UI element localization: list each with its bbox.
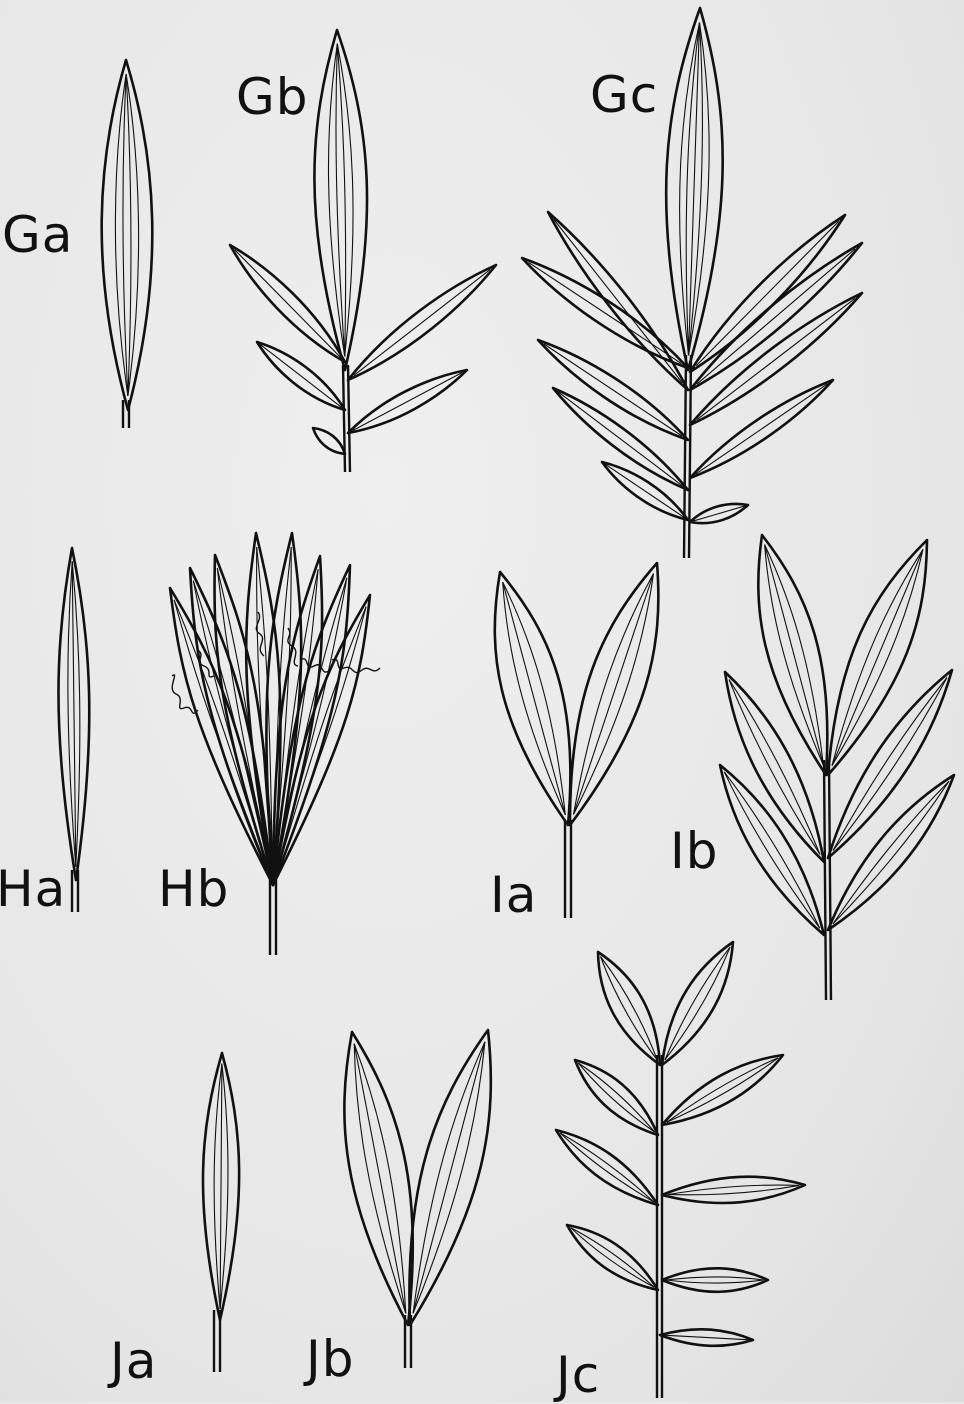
label-Jb: Jb — [306, 1334, 354, 1384]
leaf-Ga — [102, 60, 153, 428]
leaf-Jb — [344, 1030, 490, 1368]
label-Jc: Jc — [556, 1350, 600, 1400]
leaf-Ja — [203, 1053, 239, 1372]
label-Ja: Ja — [110, 1336, 157, 1386]
leaf-Ha — [58, 548, 89, 912]
label-Ia: Ia — [490, 870, 537, 920]
label-Ib: Ib — [670, 826, 718, 876]
label-Gb: Gb — [236, 72, 308, 122]
leaf-Gc — [522, 8, 862, 558]
leaf-Ia — [495, 563, 659, 918]
label-Ga: Ga — [2, 210, 73, 260]
label-Hb: Hb — [158, 864, 229, 914]
leaf-Ib — [720, 535, 954, 1000]
label-Gc: Gc — [590, 70, 658, 120]
label-Ha: Ha — [0, 864, 66, 914]
leaf-Jc — [556, 942, 805, 1398]
